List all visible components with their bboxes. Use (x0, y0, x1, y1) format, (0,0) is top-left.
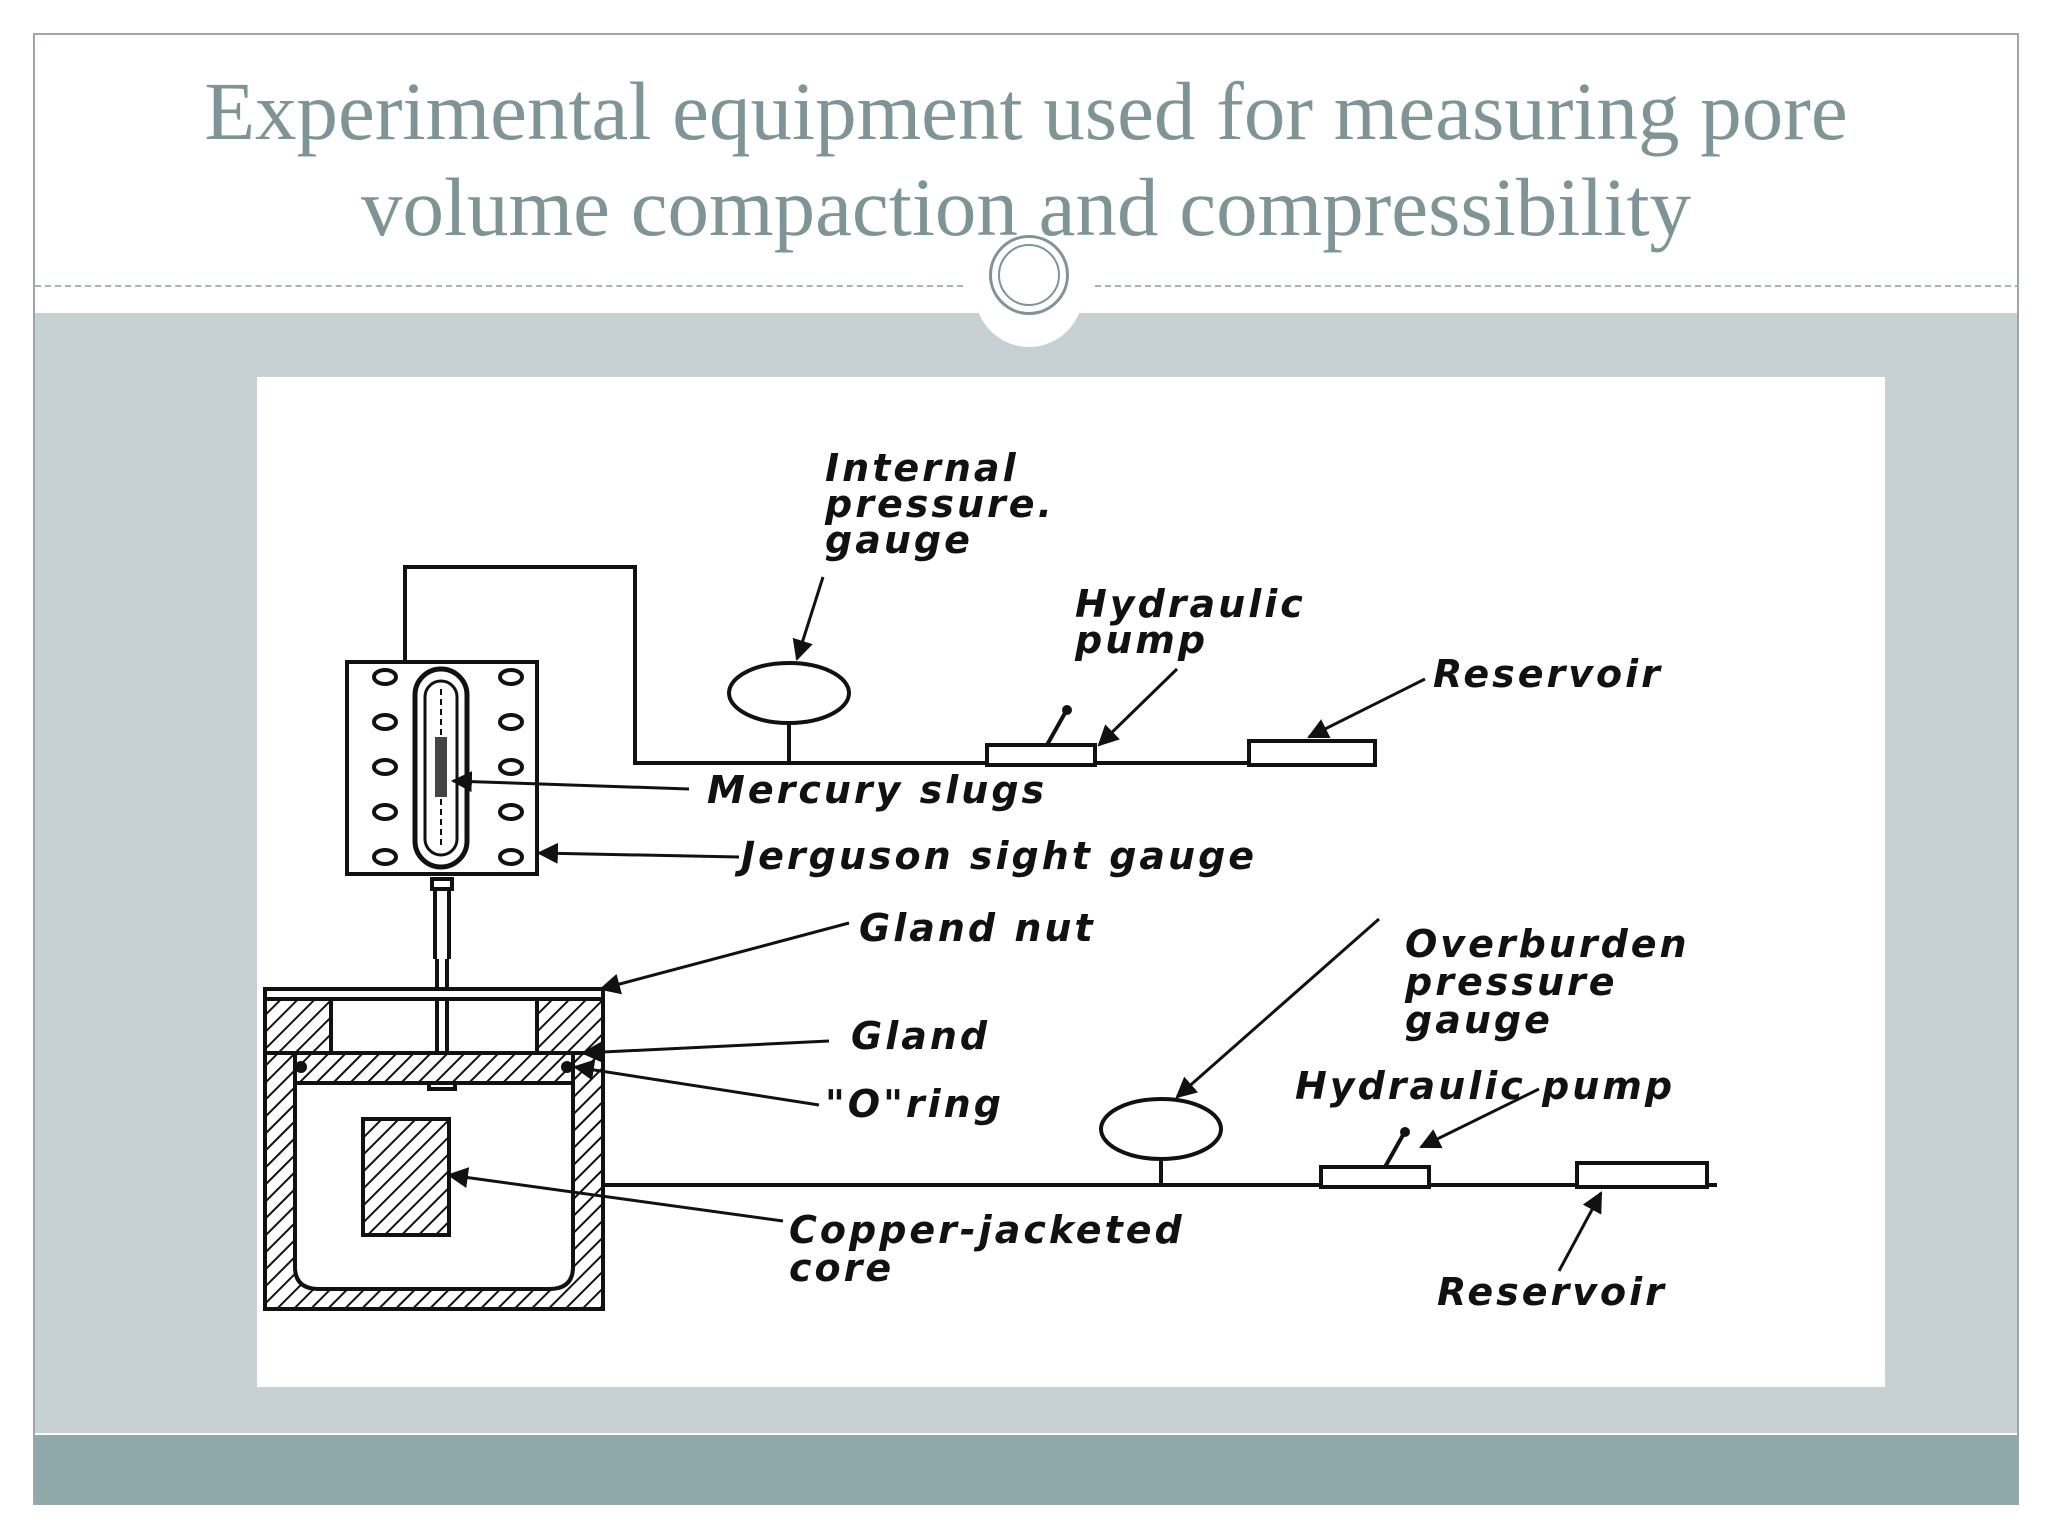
label-reservoir-bottom: Reservoir (1437, 1270, 1667, 1314)
label-o-ring: "O"ring (825, 1082, 1004, 1126)
apparatus-diagram: Internal pressure. gauge Hydraulic pump … (257, 377, 1885, 1387)
upper-piping (403, 565, 1375, 765)
label-overburden-3: gauge (1405, 998, 1553, 1042)
reservoir-top-icon (1247, 739, 1377, 767)
overburden-pressure-gauge-icon (1099, 1097, 1223, 1161)
title-divider-right (1095, 285, 2017, 287)
label-copper-core-2: core (789, 1246, 894, 1290)
label-gland-nut: Gland nut (859, 906, 1096, 950)
label-gland: Gland (851, 1014, 990, 1058)
label-copper-core-1: Copper-jacketed (789, 1208, 1185, 1252)
label-jerguson-sight-gauge: Jerguson sight gauge (734, 834, 1257, 878)
label-hydraulic-pump-bottom: Hydraulic pump (1295, 1064, 1675, 1108)
reservoir-bottom-icon (1575, 1161, 1709, 1189)
slide: Experimental equipment used for measurin… (33, 33, 2019, 1505)
jerguson-sight-gauge-icon (345, 660, 539, 876)
label-hydraulic-pump-top-1: Hydraulic (1075, 582, 1306, 626)
hydraulic-pump-bottom-icon (1319, 1127, 1431, 1189)
label-internal-gauge-3: gauge (825, 518, 973, 562)
label-reservoir-top: Reservoir (1433, 652, 1663, 696)
label-overburden-1: Overburden (1405, 922, 1690, 966)
lower-piping (603, 1159, 1717, 1187)
title-area: Experimental equipment used for measurin… (35, 35, 2017, 285)
pressure-vessel-icon (263, 987, 605, 1311)
title-divider-left (35, 285, 963, 287)
slide-title: Experimental equipment used for measurin… (204, 63, 1847, 255)
diagram-labels: Internal pressure. gauge Hydraulic pump … (707, 446, 1690, 1314)
label-mercury-slugs: Mercury slugs (707, 768, 1047, 812)
footer-band (35, 1435, 2017, 1503)
hydraulic-pump-top-icon (985, 705, 1097, 767)
slide-title-line-1: Experimental equipment used for measurin… (204, 65, 1848, 157)
label-internal-gauge-2: pressure. (824, 482, 1055, 526)
internal-pressure-gauge-icon (727, 661, 851, 725)
apparatus-schematic: Internal pressure. gauge Hydraulic pump … (263, 446, 1717, 1314)
label-internal-gauge-1: Internal (825, 446, 1019, 490)
label-overburden-2: pressure (1404, 960, 1618, 1004)
circle-ornament-icon (989, 235, 1069, 315)
leader-arrows (446, 576, 1603, 1272)
label-hydraulic-pump-top-2: pump (1074, 618, 1208, 662)
